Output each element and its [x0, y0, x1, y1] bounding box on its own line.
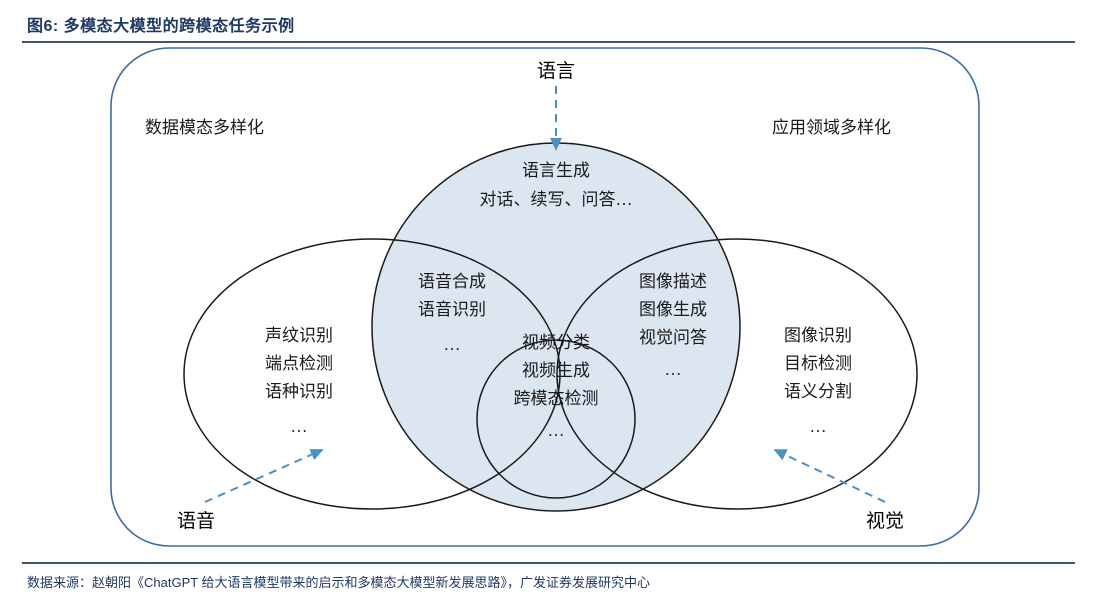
region-speech-only-line-3: … — [291, 417, 308, 436]
region-speech-only: 声纹识别 端点检测 语种识别 … — [265, 326, 333, 436]
region-vision-only-line-3: … — [810, 417, 827, 436]
corner-label-top-right: 应用领域多样化 — [772, 118, 891, 137]
region-language-vision-line-1: 图像生成 — [639, 300, 707, 319]
venn-diagram: 数据模态多样化 应用领域多样化 语言生成 对话、续写、问答… 声纹识别 端点检测… — [0, 44, 1097, 560]
region-speech-only-line-0: 声纹识别 — [265, 326, 333, 345]
region-vision-only: 图像识别 目标检测 语义分割 … — [784, 326, 852, 436]
region-speech-only-line-1: 端点检测 — [265, 354, 333, 373]
outer-label-vision: 视觉 — [866, 510, 904, 532]
region-language-only: 语言生成 对话、续写、问答… — [480, 161, 633, 209]
outer-label-language: 语言 — [537, 60, 575, 82]
vision-arrow — [773, 449, 886, 503]
region-language-speech: 语音合成 语音识别 … — [418, 272, 486, 354]
outer-label-speech: 语音 — [177, 510, 215, 532]
region-vision-only-line-2: 语义分割 — [784, 382, 852, 401]
page-title: 图6: 多模态大模型的跨模态任务示例 — [27, 18, 295, 35]
language-speech-fill — [372, 239, 560, 509]
region-language-vision-line-0: 图像描述 — [639, 272, 707, 291]
corner-label-top-left: 数据模态多样化 — [145, 118, 264, 137]
speech-arrow — [204, 449, 324, 503]
region-language-vision-line-3: … — [665, 360, 682, 379]
region-speech-only-line-2: 语种识别 — [265, 382, 333, 401]
region-language-only-line-1: 对话、续写、问答… — [480, 190, 633, 209]
outer-frame — [110, 47, 980, 547]
region-center-all-line-2: 跨模态检测 — [514, 389, 599, 408]
region-language-vision-line-2: 视觉问答 — [639, 328, 707, 347]
vision-ellipse-outline — [556, 238, 918, 510]
region-vision-only-line-1: 目标检测 — [784, 354, 852, 373]
region-language-only-line-0: 语言生成 — [522, 161, 590, 180]
footer-divider — [22, 562, 1075, 564]
source-note: 数据来源：赵朝阳《ChatGPT 给大语言模型带来的启示和多模态大模型新发展思路… — [27, 575, 651, 590]
region-vision-only-line-0: 图像识别 — [784, 326, 852, 345]
region-language-speech-line-0: 语音合成 — [418, 272, 486, 291]
region-center-all: 视频分类 视频生成 跨模态检测 … — [514, 333, 599, 440]
center-circle-outline — [476, 339, 636, 499]
region-language-vision: 图像描述 图像生成 视觉问答 … — [639, 272, 707, 379]
region-center-all-line-3: … — [548, 421, 565, 440]
region-center-all-line-0: 视频分类 — [522, 333, 590, 352]
title-divider — [22, 41, 1075, 43]
speech-ellipse-outline — [183, 238, 561, 510]
region-language-speech-line-1: 语音识别 — [418, 300, 486, 319]
region-language-speech-line-2: … — [444, 335, 461, 354]
region-center-all-line-1: 视频生成 — [522, 361, 590, 380]
